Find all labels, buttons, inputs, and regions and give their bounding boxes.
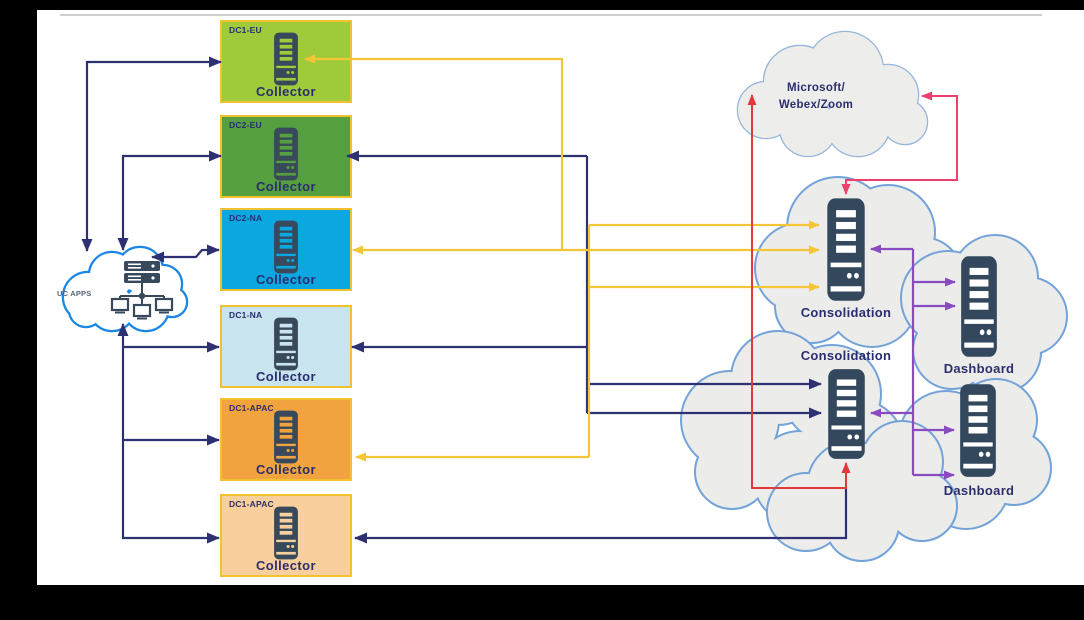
dashboard-top-label: Dashboard	[943, 361, 1015, 376]
diagram-canvas	[37, 10, 1084, 585]
collector-box-1: DC2-EU Collector	[220, 115, 352, 198]
collector-region-label: DC1-NA	[229, 310, 263, 320]
ms-cloud-label: Microsoft/ Webex/Zoom	[751, 80, 881, 113]
collector-label: Collector	[256, 558, 316, 573]
server-icon	[272, 317, 300, 371]
collector-label: Collector	[256, 84, 316, 99]
server-icon	[272, 410, 300, 464]
collector-box-3: DC1-NA Collector	[220, 305, 352, 388]
server-icon	[272, 127, 300, 181]
consolidation-top-label: Consolidation	[800, 305, 892, 320]
collector-label: Collector	[256, 179, 316, 194]
collector-box-0: DC1-EU Collector	[220, 20, 352, 103]
collector-label: Collector	[256, 369, 316, 384]
dashboard-bottom-label: Dashboard	[943, 483, 1015, 498]
server-icon	[272, 220, 300, 274]
collector-region-label: DC1-APAC	[229, 403, 274, 413]
collector-region-label: DC2-NA	[229, 213, 263, 223]
server-icon	[272, 506, 300, 560]
uc-apps-label: UC APPS	[57, 289, 92, 298]
server-icon	[272, 32, 300, 86]
ms-cloud-label-line1: Microsoft/	[787, 82, 845, 94]
consolidation-bottom-label: Consolidation	[800, 348, 892, 363]
collector-region-label: DC1-EU	[229, 25, 262, 35]
top-divider-rule	[60, 14, 1042, 16]
collector-box-2: DC2-NA Collector	[220, 208, 352, 291]
ms-cloud-label-line2: Webex/Zoom	[778, 98, 854, 111]
collector-box-5: DC1-APAC Collector	[220, 494, 352, 577]
collector-region-label: DC1-APAC	[229, 499, 274, 509]
collector-label: Collector	[256, 272, 316, 287]
collector-label: Collector	[256, 462, 316, 477]
collector-region-label: DC2-EU	[229, 120, 262, 130]
collector-box-4: DC1-APAC Collector	[220, 398, 352, 481]
